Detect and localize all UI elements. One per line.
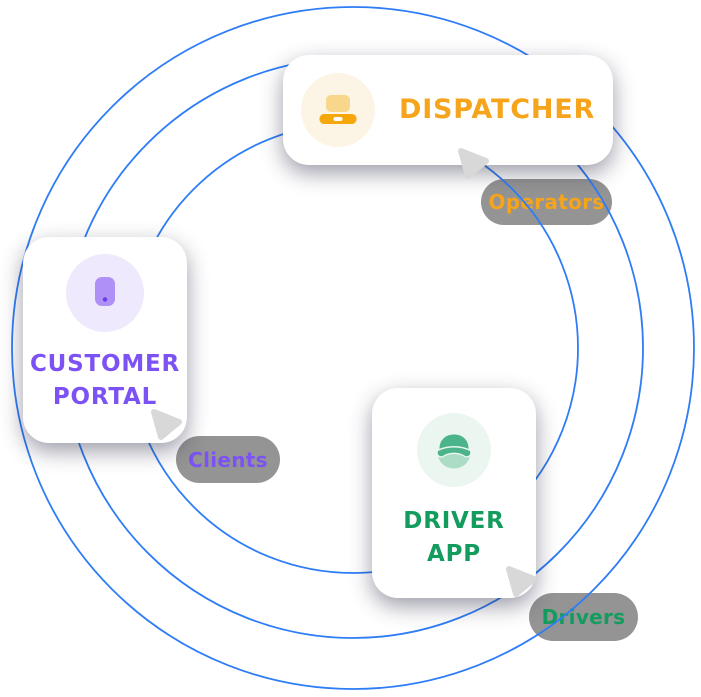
dispatcher-card: DISPATCHER — [283, 55, 613, 165]
operators-tag: Operators — [481, 179, 612, 225]
driver-app-title-line1: DRIVER — [403, 508, 505, 534]
driver-app-title-line2: APP — [427, 541, 481, 568]
customer-portal-card: CUSTOMER PORTAL — [23, 237, 187, 443]
customer-portal-title-line2: PORTAL — [52, 384, 158, 411]
operators-tag-label: Operators — [488, 190, 605, 214]
drivers-tag-label: Drivers — [541, 605, 626, 629]
clients-tag: Clients — [176, 436, 280, 483]
clients-tag-label: Clients — [188, 447, 268, 472]
laptop-icon — [301, 73, 375, 147]
driver-app-card: DRIVER APP — [372, 388, 536, 598]
customer-portal-card-title: CUSTOMER PORTAL — [30, 348, 180, 415]
driver-avatar-icon — [417, 413, 491, 487]
customer-portal-title-line1: CUSTOMER — [29, 351, 181, 377]
drivers-tag: Drivers — [529, 593, 638, 641]
smartphone-icon — [66, 254, 144, 332]
dispatcher-card-title: DISPATCHER — [399, 94, 596, 126]
driver-app-card-title: DRIVER APP — [403, 505, 504, 572]
